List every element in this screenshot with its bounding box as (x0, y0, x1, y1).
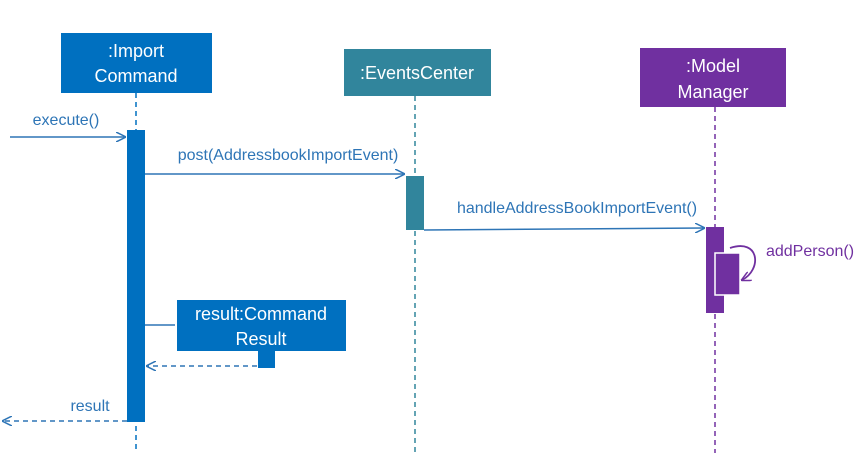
handle-arrow (423, 228, 704, 230)
result-label: result (70, 398, 110, 415)
add-person-label: addPerson() (766, 243, 854, 260)
events-center-participant: :EventsCenter (344, 49, 491, 96)
import-activation-bar (127, 130, 145, 422)
import-command-label-1: :Import (108, 41, 164, 61)
import-command-label-2: Command (94, 66, 177, 86)
command-result-label-1: result:Command (195, 304, 327, 324)
execute-label: execute() (33, 112, 100, 129)
model-manager-label-1: :Model (686, 56, 740, 76)
handle-label: handleAddressBookImportEvent() (457, 200, 697, 217)
import-command-participant: :Import Command (61, 33, 212, 93)
model-manager-label-2: Manager (677, 82, 748, 102)
model-manager-participant: :Model Manager (640, 48, 786, 107)
command-result-label-2: Result (235, 329, 286, 349)
events-center-label: :EventsCenter (360, 63, 474, 83)
add-person-self-arrow (729, 245, 756, 280)
events-activation-bar (406, 176, 424, 230)
command-result-participant: result:Command Result (177, 300, 346, 351)
post-label: post(AddressbookImportEvent) (178, 147, 399, 164)
command-result-activation-bar (258, 351, 275, 368)
model-nested-activation-bar (714, 252, 741, 296)
